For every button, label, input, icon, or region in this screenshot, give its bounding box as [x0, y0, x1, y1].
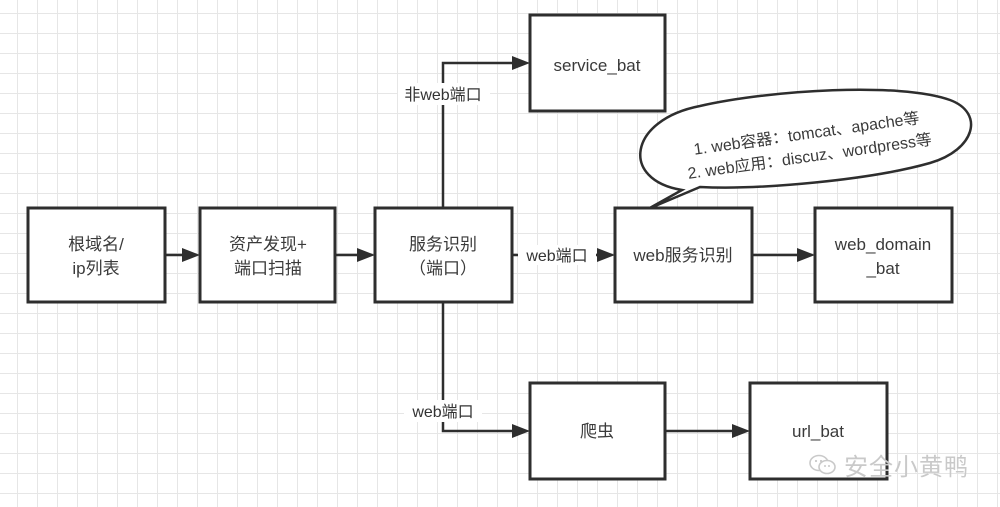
node-url-bat-label: url_bat — [792, 422, 844, 441]
node-service-identify-line-2: （端口） — [409, 259, 477, 278]
wechat-icon — [809, 454, 836, 474]
node-root-domain-line-2: ip列表 — [72, 259, 119, 278]
edges — [165, 56, 815, 438]
node-web-domain-bat-line-1: web_domain — [834, 235, 931, 254]
arrowhead-icon — [357, 248, 375, 262]
arrowhead-icon — [512, 56, 530, 70]
edge-label-web-port-down: web端口 — [411, 403, 473, 421]
node-web-domain-bat: web_domain _bat — [813, 206, 954, 304]
node-service-identify: 服务识别 （端口） — [373, 206, 514, 304]
node-url-bat: url_bat — [748, 381, 889, 481]
node-asset-discovery-line-2: 端口扫描 — [234, 259, 302, 278]
arrowhead-icon — [512, 424, 530, 438]
edge-label-non-web-port: 非web端口 — [404, 86, 481, 104]
edge-label-web-port-right: web端口 — [525, 247, 587, 265]
node-web-domain-bat-line-2: _bat — [865, 259, 899, 278]
watermark-text: 安全小黄鸭 — [844, 453, 969, 481]
callout-bubble: 1. web容器：tomcat、apache等 2. web应用：discuz、… — [639, 88, 973, 211]
arrowhead-icon — [797, 248, 815, 262]
node-crawler-label: 爬虫 — [580, 422, 614, 441]
node-asset-discovery-line-1: 资产发现+ — [229, 235, 307, 254]
edge-labels: 非web端口 web端口 web端口 — [398, 83, 596, 422]
arrowhead-icon — [732, 424, 750, 438]
arrowhead-icon — [182, 248, 200, 262]
node-root-domain-line-1: 根域名/ — [68, 235, 124, 254]
node-root-domain: 根域名/ ip列表 — [26, 206, 167, 304]
callout-shape — [639, 88, 973, 211]
arrowhead-icon — [597, 248, 615, 262]
edge-service-to-crawler — [441, 302, 514, 433]
node-crawler: 爬虫 — [528, 381, 667, 481]
node-service-identify-line-1: 服务识别 — [409, 235, 477, 254]
node-asset-discovery: 资产发现+ 端口扫描 — [198, 206, 337, 304]
edge-service-to-service-bat — [441, 61, 514, 208]
node-web-service-identify-label: web服务识别 — [632, 246, 732, 265]
node-service-bat: service_bat — [528, 13, 667, 113]
node-service-bat-label: service_bat — [554, 56, 641, 75]
node-web-service-identify: web服务识别 — [613, 206, 754, 304]
watermark: 安全小黄鸭 — [808, 447, 969, 482]
